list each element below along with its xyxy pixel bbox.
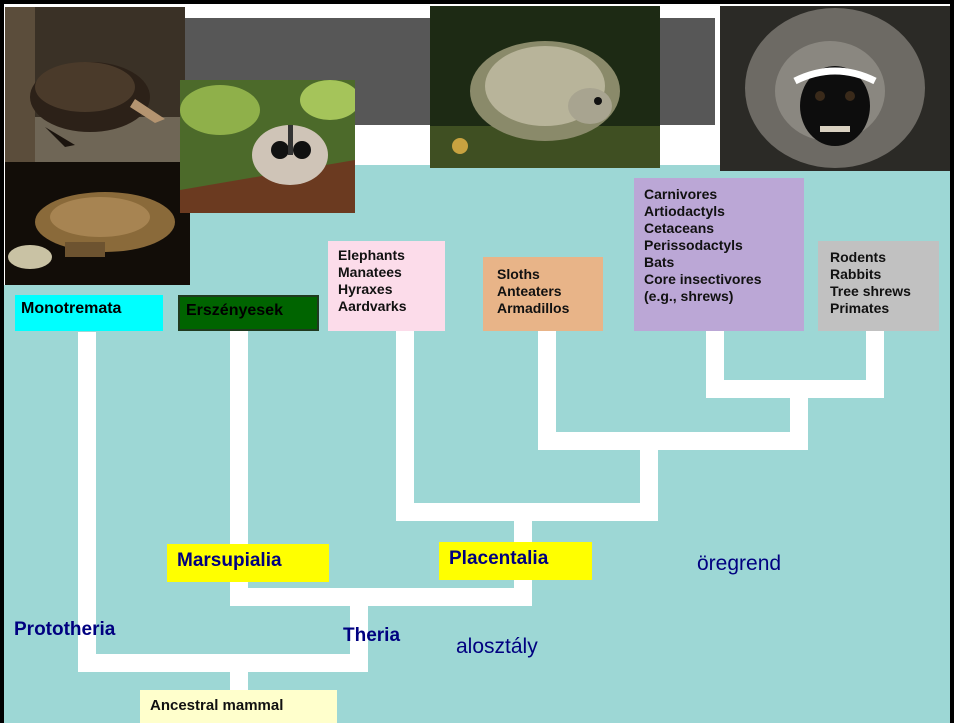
marsupialia-label: Marsupialia <box>167 544 329 582</box>
echidna-photo <box>5 7 185 162</box>
tree-branch <box>230 588 532 606</box>
tree-branch <box>866 330 884 398</box>
tree-branch <box>538 432 808 450</box>
tree-branch <box>78 654 368 672</box>
ancestral-mammal-label: Ancestral mammal <box>140 690 337 723</box>
hedgehog-photo <box>430 6 660 168</box>
monotremata-label: Monotremata <box>15 295 163 331</box>
afrotheria-box: Elephants Manatees Hyraxes Aardvarks <box>328 241 445 331</box>
placentalia-label: Placentalia <box>439 542 592 580</box>
frame-left <box>0 0 4 723</box>
infraclass-rank-label: öregrend <box>697 552 781 576</box>
euarchontoglires-box: Rodents Rabbits Tree shrews Primates <box>818 241 939 331</box>
tree-branch <box>706 380 884 398</box>
theria-label: Theria <box>343 625 400 647</box>
sugar-glider-photo <box>180 80 355 213</box>
marsupial-hu-label: Erszényesek <box>178 295 319 331</box>
frame-right <box>950 0 954 723</box>
frame-top <box>0 0 954 4</box>
tree-branch <box>396 330 414 520</box>
subclass-rank-label: alosztály <box>456 635 538 659</box>
platypus-photo <box>5 162 190 285</box>
xenarthra-box: Sloths Anteaters Armadillos <box>483 257 603 331</box>
tree-branch <box>396 503 658 521</box>
tree-branch <box>640 440 658 521</box>
gibbon-photo <box>720 6 950 171</box>
prototheria-label: Prototheria <box>14 619 115 641</box>
laurasiatheria-box: Carnivores Artiodactyls Cetaceans Periss… <box>634 178 804 331</box>
